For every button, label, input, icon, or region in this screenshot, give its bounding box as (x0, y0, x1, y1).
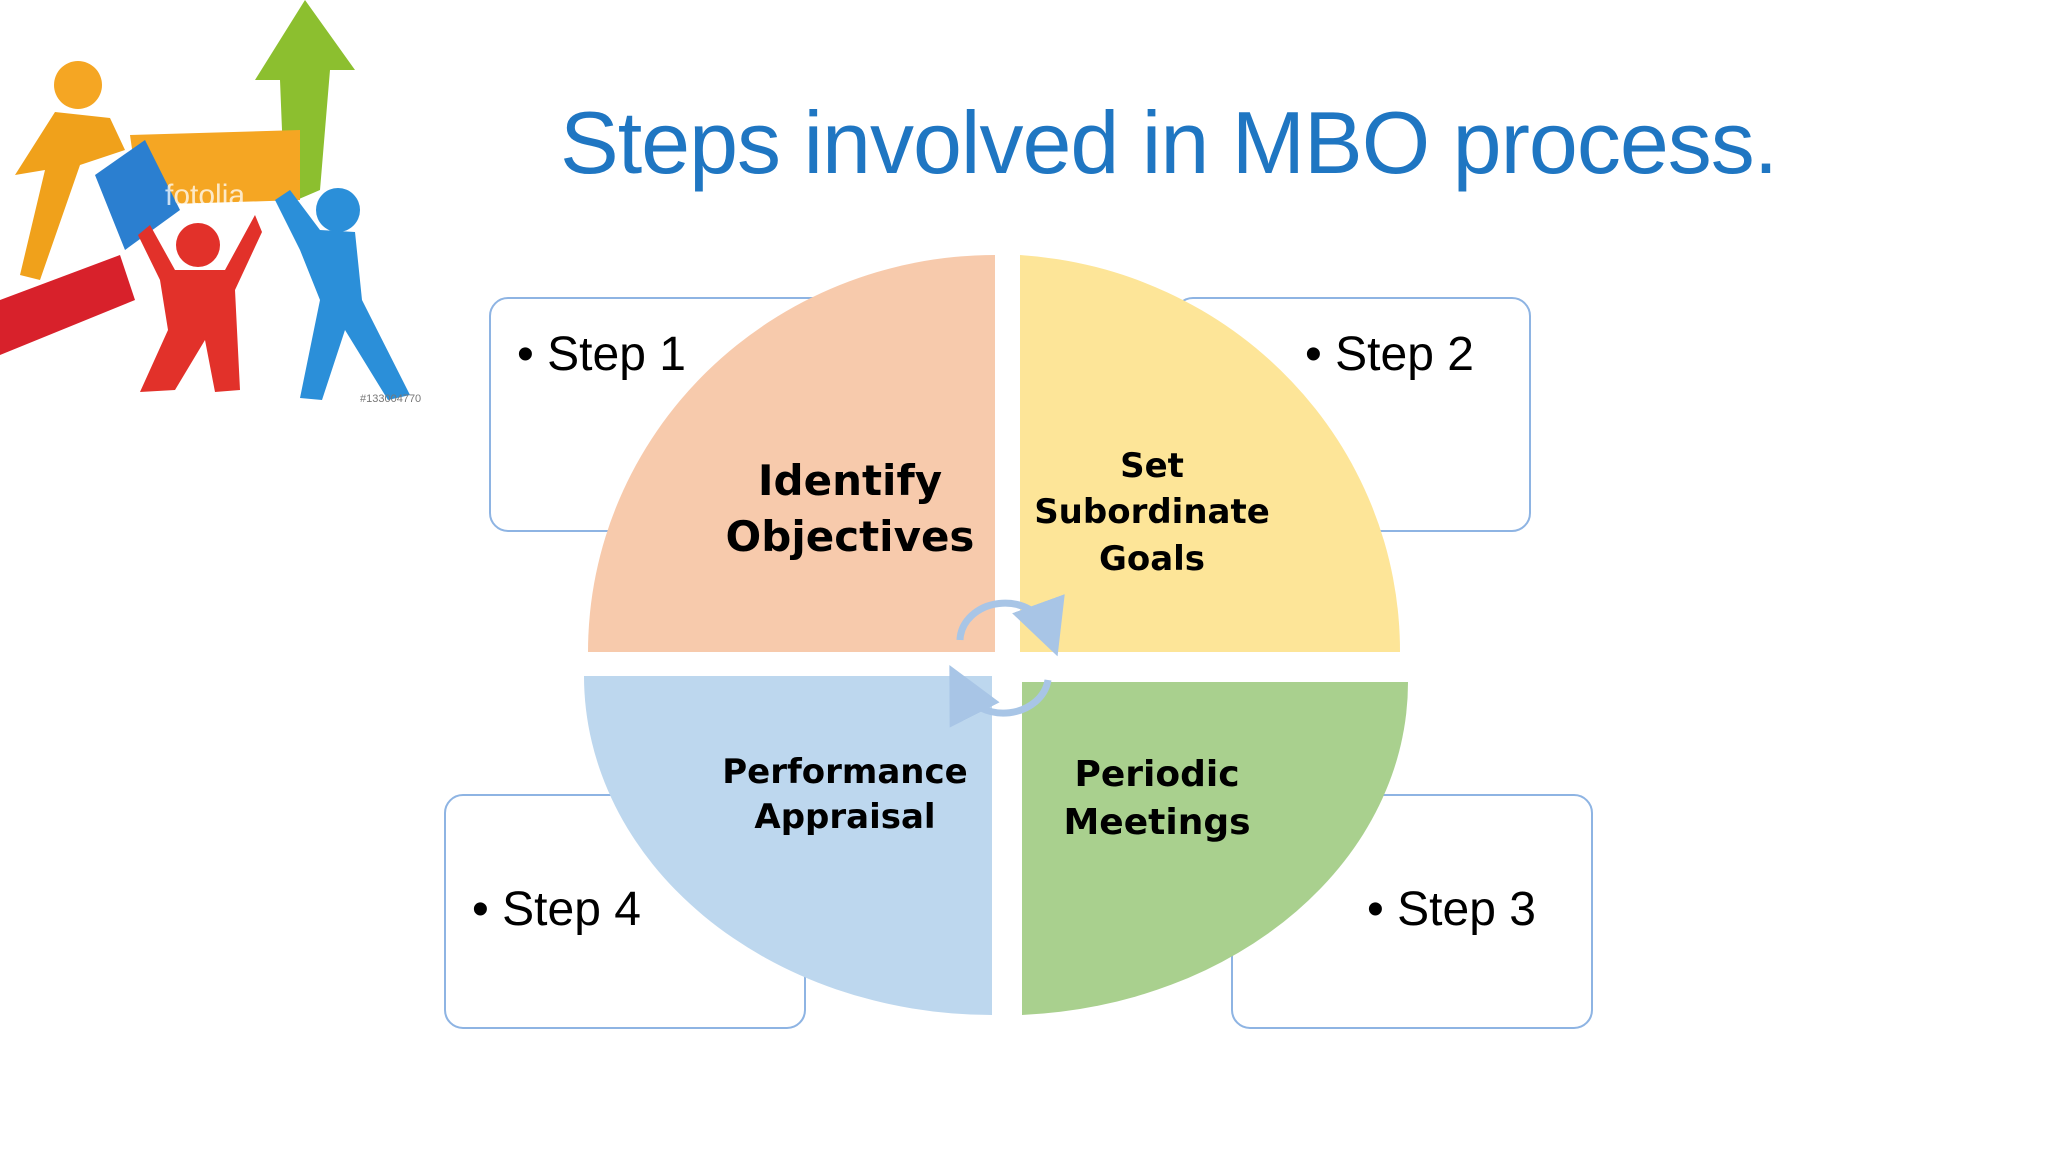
watermark-text: fotolia (165, 179, 245, 212)
stage-line: Set (1120, 446, 1184, 486)
step-1-label: • Step 1 (517, 328, 686, 381)
step-3-label: • Step 3 (1367, 883, 1536, 936)
teamwork-puzzle-arrow-icon: fotolia #133004770 (0, 0, 421, 405)
quadrant-set-subordinate-goals (1020, 255, 1401, 652)
stage-set-subordinate-goals: Set Subordinate Goals (1034, 446, 1270, 579)
stage-line: Subordinate (1034, 492, 1270, 532)
stage-performance-appraisal: Performance Appraisal (722, 752, 967, 837)
stage-line: Identify (758, 456, 942, 505)
cycle-arrows-icon (949, 594, 1065, 728)
quadrant-performance-appraisal (584, 676, 992, 1015)
step-4-label: • Step 4 (472, 883, 641, 936)
stage-periodic-meetings: Periodic Meetings (1063, 754, 1250, 843)
stage-line: Appraisal (754, 797, 935, 837)
step-2-label: • Step 2 (1305, 328, 1474, 381)
stage-line: Meetings (1063, 802, 1250, 843)
page-title: Steps involved in MBO process. (560, 93, 1778, 192)
stage-line: Goals (1099, 539, 1205, 579)
quadrant-identify-objectives (588, 255, 995, 652)
stage-line: Performance (722, 752, 967, 792)
quadrant-periodic-meetings (1022, 682, 1409, 1015)
stage-line: Periodic (1074, 754, 1239, 795)
stage-identify-objectives: Identify Objectives (726, 456, 975, 561)
stage-line: Objectives (726, 512, 975, 561)
stock-id-text: #133004770 (360, 393, 421, 405)
